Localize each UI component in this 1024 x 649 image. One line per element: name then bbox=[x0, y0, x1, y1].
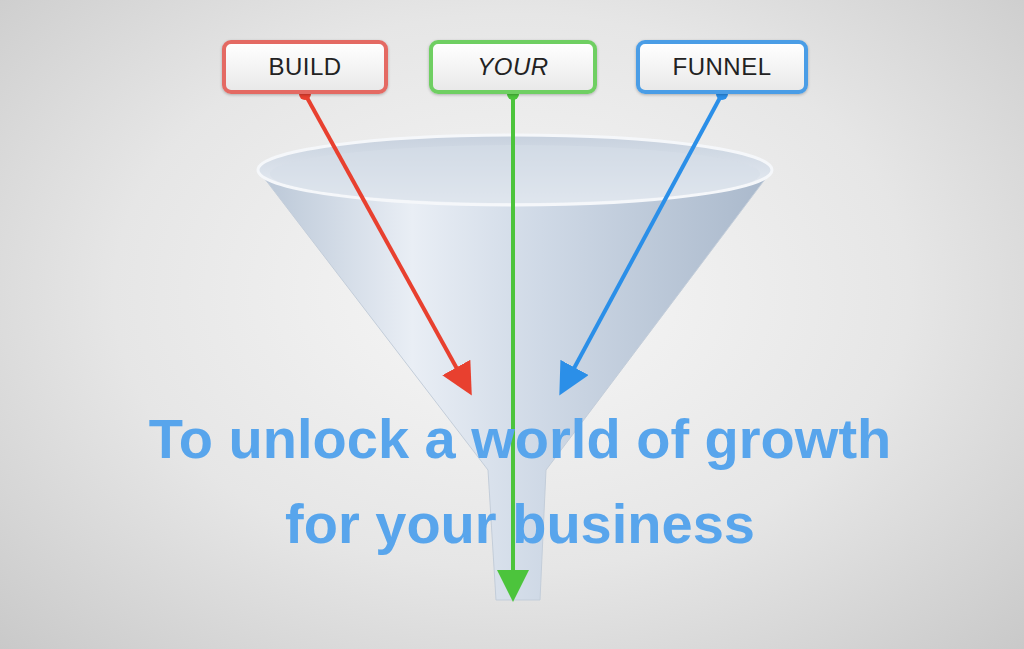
tag-text: BUILD bbox=[268, 53, 341, 81]
tag-text: YOUR bbox=[477, 53, 548, 81]
your-tag: YOUR bbox=[429, 40, 597, 94]
tagline: To unlock a world of growth for your bus… bbox=[132, 396, 908, 566]
build-tag: BUILD bbox=[222, 40, 388, 94]
funnel-tag: FUNNEL bbox=[636, 40, 808, 94]
tag-text: FUNNEL bbox=[672, 53, 771, 81]
